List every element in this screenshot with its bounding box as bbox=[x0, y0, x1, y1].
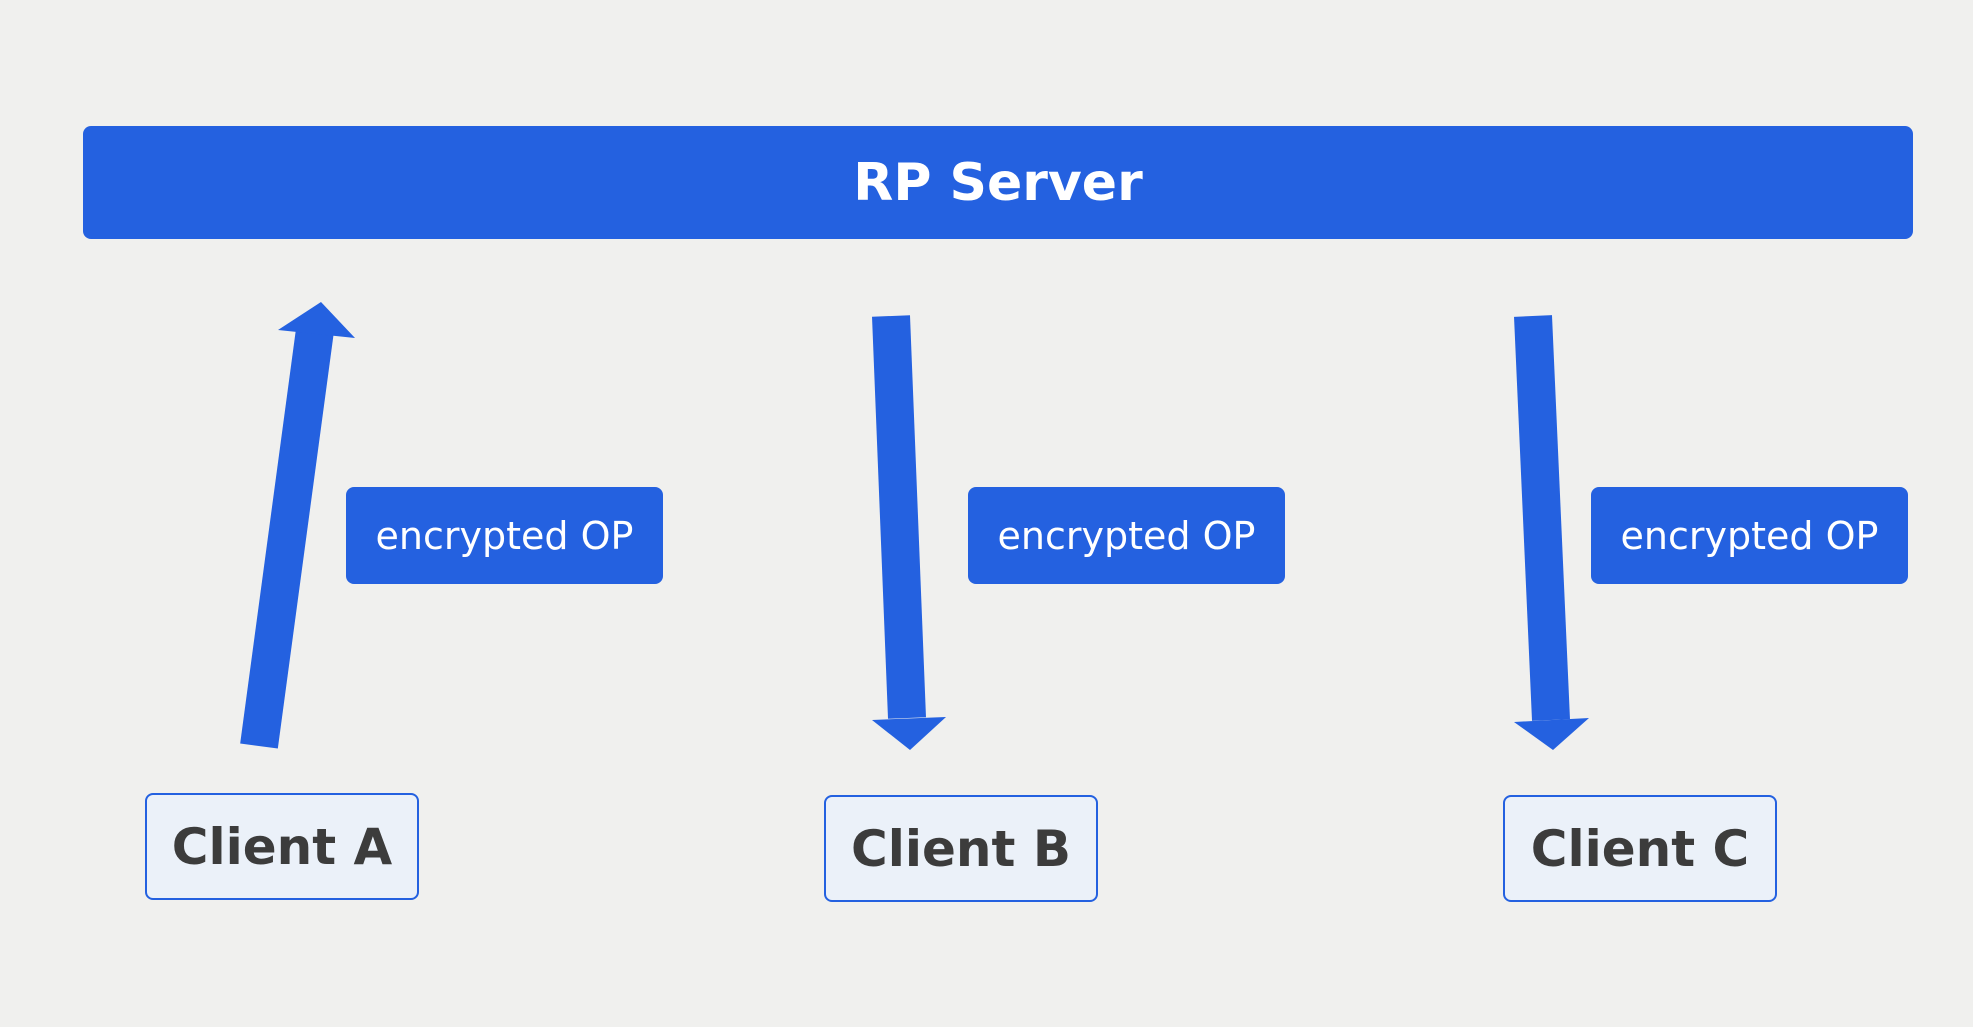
client-b-label: Client B bbox=[851, 819, 1071, 878]
link-label-c: encrypted OP bbox=[1620, 513, 1879, 558]
client-c-node: Client C bbox=[1503, 795, 1777, 902]
arrowhead-a bbox=[278, 302, 355, 338]
encrypted-op-label-c: encrypted OP bbox=[1591, 487, 1908, 584]
arrow-shaft-b bbox=[872, 315, 926, 719]
arrowhead-c bbox=[1514, 718, 1589, 750]
arrow-server-to-client-b bbox=[872, 315, 946, 750]
client-b-node: Client B bbox=[824, 795, 1098, 902]
encrypted-op-label-b: encrypted OP bbox=[968, 487, 1285, 584]
arrow-shaft-a bbox=[240, 327, 334, 749]
client-a-label: Client A bbox=[171, 817, 393, 876]
arrow-shaft-c bbox=[1514, 315, 1570, 721]
rp-server-label: RP Server bbox=[853, 152, 1143, 213]
arrow-client-a-to-server bbox=[240, 302, 355, 749]
encrypted-op-label-a: encrypted OP bbox=[346, 487, 663, 584]
link-label-a: encrypted OP bbox=[375, 513, 634, 558]
arrow-server-to-client-c bbox=[1514, 315, 1589, 750]
client-a-node: Client A bbox=[145, 793, 419, 900]
link-label-b: encrypted OP bbox=[997, 513, 1256, 558]
arrowhead-b bbox=[872, 717, 946, 750]
client-c-label: Client C bbox=[1530, 819, 1750, 878]
rp-server-node: RP Server bbox=[83, 126, 1913, 239]
